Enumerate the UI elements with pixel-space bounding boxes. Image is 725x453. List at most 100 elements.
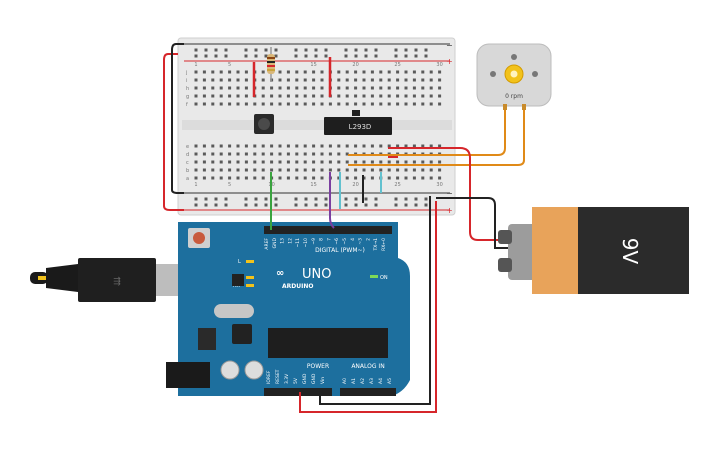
rail-hole[interactable] — [314, 54, 318, 58]
breadboard-hole[interactable] — [396, 94, 400, 98]
breadboard-hole[interactable] — [362, 94, 366, 98]
breadboard-hole[interactable] — [236, 176, 240, 180]
rail-hole[interactable] — [344, 197, 348, 201]
rail-hole[interactable] — [274, 48, 278, 52]
breadboard-hole[interactable] — [387, 86, 391, 90]
battery-9v[interactable]: 9V — [498, 207, 689, 294]
breadboard-hole[interactable] — [211, 168, 215, 172]
breadboard-hole[interactable] — [219, 168, 223, 172]
breadboard-hole[interactable] — [286, 152, 290, 156]
breadboard-hole[interactable] — [396, 168, 400, 172]
breadboard-hole[interactable] — [219, 78, 223, 82]
rail-hole[interactable] — [404, 203, 408, 207]
breadboard-hole[interactable] — [286, 94, 290, 98]
rail-hole[interactable] — [414, 197, 418, 201]
rail-hole[interactable] — [424, 203, 428, 207]
breadboard-hole[interactable] — [345, 70, 349, 74]
breadboard-hole[interactable] — [370, 102, 374, 106]
breadboard-hole[interactable] — [438, 70, 442, 74]
breadboard-hole[interactable] — [312, 94, 316, 98]
orange-motor-wire-2[interactable] — [348, 110, 525, 166]
breadboard-hole[interactable] — [404, 94, 408, 98]
breadboard-hole[interactable] — [328, 102, 332, 106]
rail-hole[interactable] — [354, 197, 358, 201]
breadboard-hole[interactable] — [286, 176, 290, 180]
rail-hole[interactable] — [264, 48, 268, 52]
breadboard-hole[interactable] — [228, 86, 232, 90]
rail-hole[interactable] — [414, 203, 418, 207]
breadboard-hole[interactable] — [202, 144, 206, 148]
rail-hole[interactable] — [294, 54, 298, 58]
breadboard-hole[interactable] — [194, 152, 198, 156]
breadboard-hole[interactable] — [303, 144, 307, 148]
l293d-chip[interactable]: L293D — [324, 110, 392, 135]
breadboard-hole[interactable] — [396, 78, 400, 82]
breadboard-hole[interactable] — [286, 144, 290, 148]
breadboard-hole[interactable] — [354, 168, 358, 172]
black-gnd-wire[interactable] — [319, 196, 431, 405]
rail-hole[interactable] — [304, 197, 308, 201]
breadboard-hole[interactable] — [370, 168, 374, 172]
rail-hole[interactable] — [204, 54, 208, 58]
breadboard-hole[interactable] — [253, 102, 257, 106]
breadboard-hole[interactable] — [295, 152, 299, 156]
rail-hole[interactable] — [344, 54, 348, 58]
breadboard-hole[interactable] — [270, 152, 274, 156]
rail-hole[interactable] — [304, 48, 308, 52]
breadboard-hole[interactable] — [194, 144, 198, 148]
breadboard-hole[interactable] — [421, 144, 425, 148]
breadboard-hole[interactable] — [421, 78, 425, 82]
breadboard-hole[interactable] — [404, 78, 408, 82]
rail-hole[interactable] — [424, 54, 428, 58]
breadboard-hole[interactable] — [286, 102, 290, 106]
breadboard-hole[interactable] — [312, 102, 316, 106]
breadboard-hole[interactable] — [379, 160, 383, 164]
breadboard-hole[interactable] — [337, 144, 341, 148]
rail-hole[interactable] — [314, 197, 318, 201]
breadboard-hole[interactable] — [320, 144, 324, 148]
breadboard-hole[interactable] — [244, 152, 248, 156]
breadboard-hole[interactable] — [211, 94, 215, 98]
breadboard-hole[interactable] — [202, 94, 206, 98]
rail-hole[interactable] — [404, 48, 408, 52]
breadboard-hole[interactable] — [312, 168, 316, 172]
breadboard-hole[interactable] — [303, 176, 307, 180]
breadboard-hole[interactable] — [194, 176, 198, 180]
rail-hole[interactable] — [324, 197, 328, 201]
breadboard-hole[interactable] — [194, 70, 198, 74]
rail-hole[interactable] — [304, 54, 308, 58]
breadboard-hole[interactable] — [362, 168, 366, 172]
breadboard-hole[interactable] — [429, 176, 433, 180]
rail-hole[interactable] — [354, 48, 358, 52]
rail-hole[interactable] — [344, 48, 348, 52]
breadboard-hole[interactable] — [244, 78, 248, 82]
breadboard-hole[interactable] — [244, 86, 248, 90]
breadboard-hole[interactable] — [337, 86, 341, 90]
breadboard-hole[interactable] — [404, 86, 408, 90]
breadboard-hole[interactable] — [337, 152, 341, 156]
breadboard-hole[interactable] — [362, 160, 366, 164]
breadboard-hole[interactable] — [337, 176, 341, 180]
breadboard-hole[interactable] — [194, 168, 198, 172]
breadboard-hole[interactable] — [312, 176, 316, 180]
rail-hole[interactable] — [214, 48, 218, 52]
rail-hole[interactable] — [414, 48, 418, 52]
breadboard-hole[interactable] — [270, 86, 274, 90]
breadboard-hole[interactable] — [236, 144, 240, 148]
rail-hole[interactable] — [264, 54, 268, 58]
breadboard-hole[interactable] — [438, 94, 442, 98]
breadboard-hole[interactable] — [219, 70, 223, 74]
breadboard-hole[interactable] — [345, 152, 349, 156]
breadboard-hole[interactable] — [438, 102, 442, 106]
breadboard-hole[interactable] — [228, 144, 232, 148]
breadboard-hole[interactable] — [303, 102, 307, 106]
rail-hole[interactable] — [244, 203, 248, 207]
breadboard-hole[interactable] — [404, 176, 408, 180]
breadboard-hole[interactable] — [270, 168, 274, 172]
rail-hole[interactable] — [204, 203, 208, 207]
rail-hole[interactable] — [224, 203, 228, 207]
red-rail-link[interactable] — [163, 53, 184, 211]
breadboard-hole[interactable] — [412, 176, 416, 180]
breadboard-hole[interactable] — [202, 70, 206, 74]
breadboard-hole[interactable] — [312, 86, 316, 90]
